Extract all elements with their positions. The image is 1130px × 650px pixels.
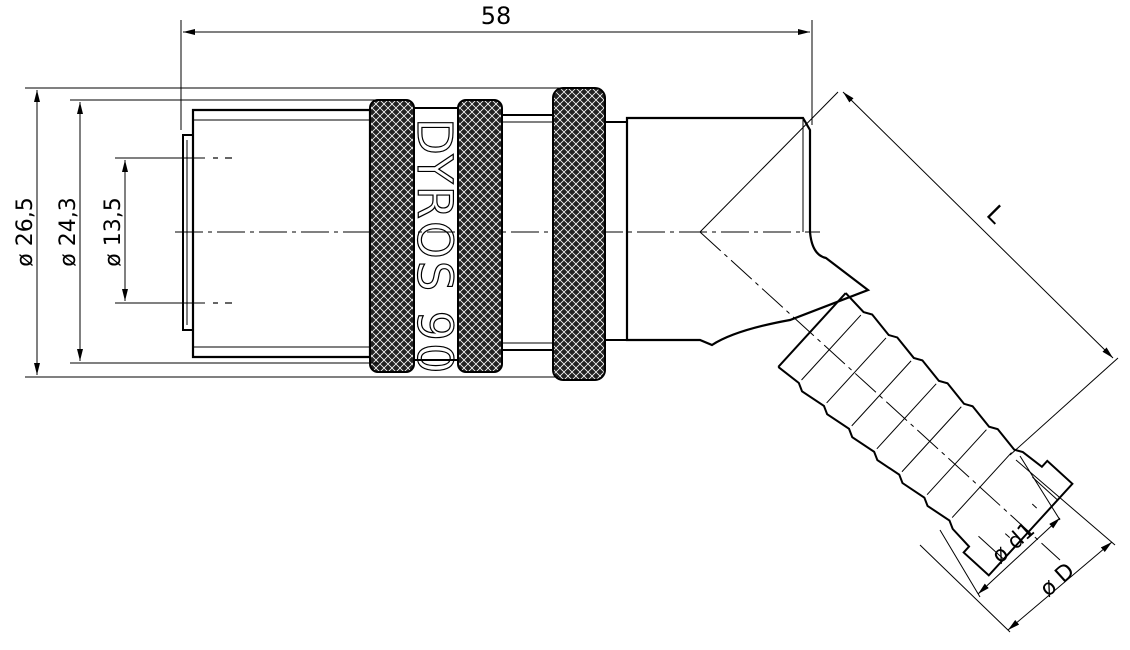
dim-dia-outer: ø 26,5 [13, 87, 560, 378]
dim-length-l-label: L [981, 200, 1011, 230]
knurl-ring-2 [457, 99, 503, 373]
dim-dia-bore: ø 13,5 [101, 157, 205, 304]
dim-dia-D-label: ø D [1035, 558, 1080, 602]
dim-dia-body-label: ø 24,3 [56, 197, 81, 266]
knurl-ring-3 [552, 87, 606, 381]
centerline-angled [699, 231, 1061, 561]
dim-length-l: L [699, 91, 1119, 456]
dim-dia-body: ø 24,3 [56, 99, 380, 364]
brand-label: DYROS 90 [406, 118, 462, 376]
dim-dia-d1: ø d1 [939, 455, 1061, 598]
knurl-ring-1 [369, 99, 415, 373]
dim-dia-bore-label: ø 13,5 [101, 197, 126, 266]
dim-dia-outer-label: ø 26,5 [13, 197, 38, 266]
dim-overall-length: 58 [180, 2, 813, 130]
coupling-body [182, 87, 1074, 577]
dim-overall-length-label: 58 [481, 2, 512, 30]
